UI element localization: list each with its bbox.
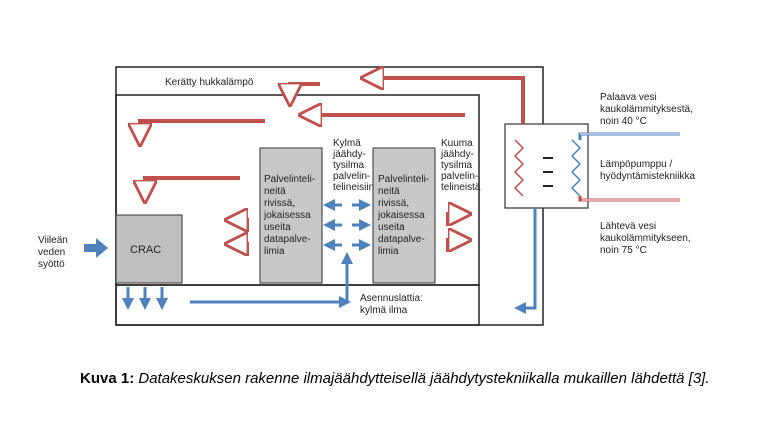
crac-label: CRAC [130, 244, 161, 256]
hot-air-arrow-upper-left [140, 119, 265, 135]
hot-air-label: Kuuma jäähdy- tysilma palvelin- telineis… [440, 138, 481, 193]
outgoing-water-label: Lähtevä vesi kaukolämmitykseen, noin 75 … [600, 221, 693, 256]
hot-air-rise-left-2 [236, 244, 249, 256]
heat-exchanger [504, 123, 589, 209]
outgoing-water-pipe [578, 196, 680, 202]
hot-air-rise-right-1 [446, 214, 460, 226]
server-rack-right [372, 147, 436, 284]
hot-air-rise-right-2 [446, 240, 460, 252]
exchanger-cold-coil [570, 139, 582, 197]
hot-air-return-arrow-top-right [372, 78, 525, 124]
crac-unit [115, 214, 183, 284]
heat-pump-label: Lämpöpumppu / hyödyntämistekniikka [600, 159, 695, 182]
datacenter-cooling-diagram: Kerätty hukkalämpö CRAC Palvelinteli- ne… [38, 0, 696, 326]
hot-air-return-arrow-top-left [290, 82, 320, 95]
cold-air-label: Kylmä jäähdy- tysilma palvelin- telineis… [332, 138, 374, 193]
exchanger-hot-coil [513, 139, 525, 197]
caption-text: Datakeskuksen rakenne ilmajäähdytteisell… [138, 370, 710, 387]
cool-water-in-label: Viileän veden syöttö [38, 235, 71, 270]
raised-floor-frame [115, 284, 480, 326]
cold-water-return-pipe [514, 208, 537, 314]
cool-water-in-arrow [84, 238, 108, 258]
figure-caption: Kuva 1: Datakeskuksen rakenne ilmajäähdy… [28, 364, 740, 393]
hot-air-arrow-mid-left [145, 176, 240, 192]
collected-heat-label: Kerätty hukkalämpö [165, 77, 254, 88]
server-rack-left [259, 147, 323, 284]
hot-air-rise-left-1 [236, 220, 249, 232]
caption-label: Kuva 1: [80, 370, 135, 387]
return-water-label: Palaava vesi kaukolämmityksestä, noin 40… [600, 92, 696, 127]
return-water-pipe [578, 132, 680, 140]
raised-floor-label: Asennuslattia: kylmä ilma [360, 293, 426, 316]
server-rack-left-label: Palvelinteli- neitä rivissä, jokaisessa … [263, 174, 318, 257]
server-rack-right-label: Palvelinteli- neitä rivissä, jokaisessa … [377, 174, 432, 257]
